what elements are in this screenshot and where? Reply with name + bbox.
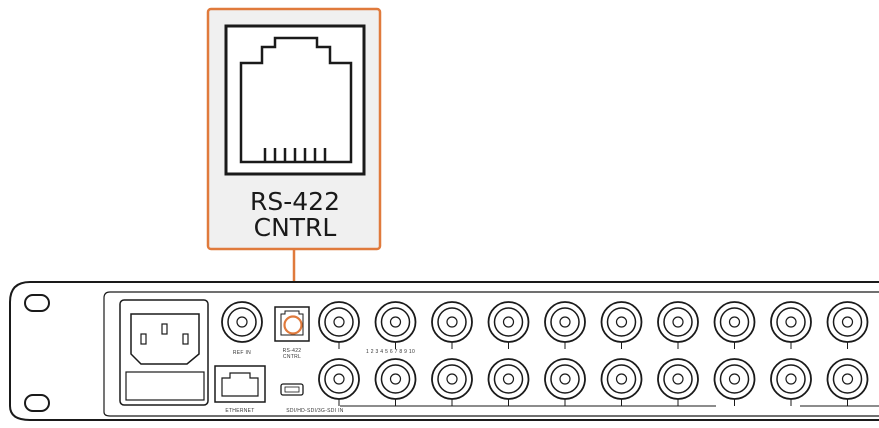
bnc-connector-icon [487,301,530,349]
bnc-connector-icon [713,358,756,406]
rs422-panel-label-line1: RS-422 [283,348,302,354]
rs422-highlight-ring [283,315,303,335]
bnc-connector-icon [487,358,530,406]
callout-label-line2: CNTRL [254,213,337,242]
bnc-connector-icon [318,358,360,406]
bnc-connector-icon [657,358,699,406]
bnc-connector-icon [657,301,699,349]
bnc-connector-icon [770,358,812,406]
bnc-connector-icon [826,301,869,349]
rs422-port [274,306,310,342]
bnc-array [318,301,869,406]
bnc-connector-icon [544,301,586,349]
iec-power-inlet-icon [119,299,209,406]
mini-usb-port-icon [280,383,304,396]
bnc-connector-icon [544,358,586,406]
bnc-connector-icon [431,358,473,406]
callout-label-line1: RS-422 [250,187,340,216]
bnc-connector-icon [600,301,643,349]
bnc-connector-icon [713,301,756,349]
sdi-group-label: 1 2 3 4 5 6 7 8 9 10 [366,349,415,355]
bnc-connector-icon [770,301,812,349]
ref-in-label: REF IN [233,350,251,356]
rack-ear-hole-icon [24,294,50,312]
bnc-connector-icon [221,301,263,343]
rj11-jack-icon [224,24,366,176]
bnc-connector-icon [374,358,417,406]
rack-panel: REF IN RS-422 CNTRL ETHERNET SDI/HD-SDI/… [9,281,879,421]
sdi-label: SDI/HD-SDI/3G-SDI IN [286,408,343,414]
bnc-connector-icon [600,358,643,406]
bnc-connector-icon [318,301,360,349]
rj45-ethernet-port-icon [214,365,266,403]
bnc-connector-icon [826,358,869,406]
bnc-connector-icon [374,301,417,349]
bnc-connector-icon [431,301,473,349]
rack-ear-hole-icon [24,394,50,412]
callout-box: RS-422 CNTRL [206,7,382,251]
rs422-panel-label-line2: CNTRL [283,354,301,360]
ethernet-label: ETHERNET [225,408,254,414]
